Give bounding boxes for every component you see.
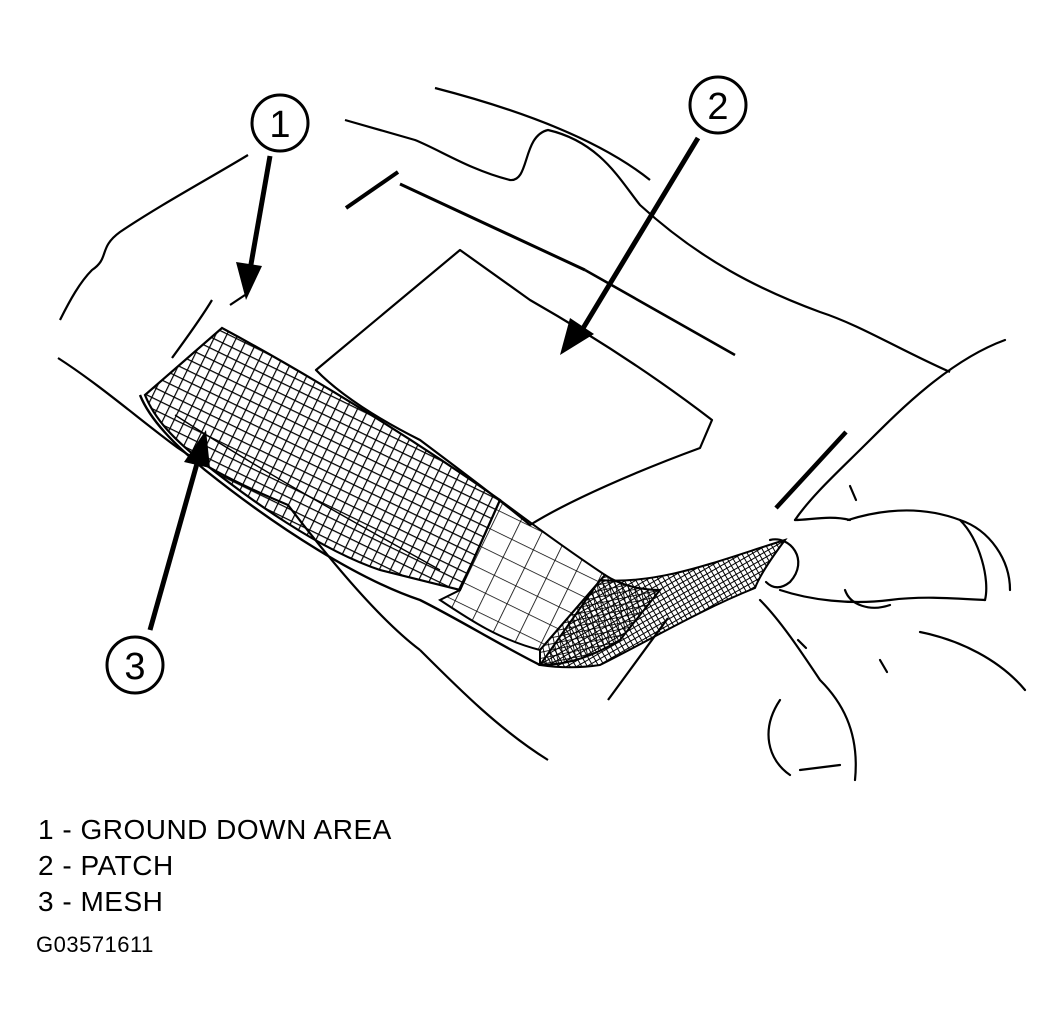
callout-1-arrow-shaft xyxy=(247,155,273,271)
callout-1: 1 xyxy=(236,93,310,300)
callout-3: 3 xyxy=(105,430,210,695)
repair-illustration: 1 2 3 xyxy=(57,75,1027,782)
callout-1-arrowhead xyxy=(236,262,262,300)
patch-outline xyxy=(314,248,714,527)
callout-3-arrow-shaft xyxy=(147,459,201,631)
guide-line xyxy=(607,617,669,701)
mesh-dense-section xyxy=(143,326,502,592)
callout-3-number: 3 xyxy=(124,646,145,688)
mesh xyxy=(138,326,788,669)
callout-3-arrowhead xyxy=(184,430,210,468)
callout-1-number: 1 xyxy=(269,104,290,146)
figure-id: G03571611 xyxy=(36,932,154,957)
body-panel-outline xyxy=(57,86,951,761)
callout-2: 2 xyxy=(560,75,748,355)
callout-1-circle xyxy=(250,93,310,153)
callout-2-arrow-shaft xyxy=(579,136,701,332)
legend-item-1: 1 - GROUND DOWN AREA xyxy=(38,814,392,845)
mesh-wrap-section xyxy=(538,538,788,669)
callout-2-circle xyxy=(688,75,748,135)
legend-item-2: 2 - PATCH xyxy=(38,850,174,881)
callout-2-arrowhead xyxy=(560,318,594,355)
hand xyxy=(758,338,1027,782)
callout-2-number: 2 xyxy=(707,86,728,128)
callout-3-circle xyxy=(105,635,165,695)
legend-item-3: 3 - MESH xyxy=(38,886,164,917)
legend: 1 - GROUND DOWN AREA 2 - PATCH 3 - MESH xyxy=(38,812,392,920)
